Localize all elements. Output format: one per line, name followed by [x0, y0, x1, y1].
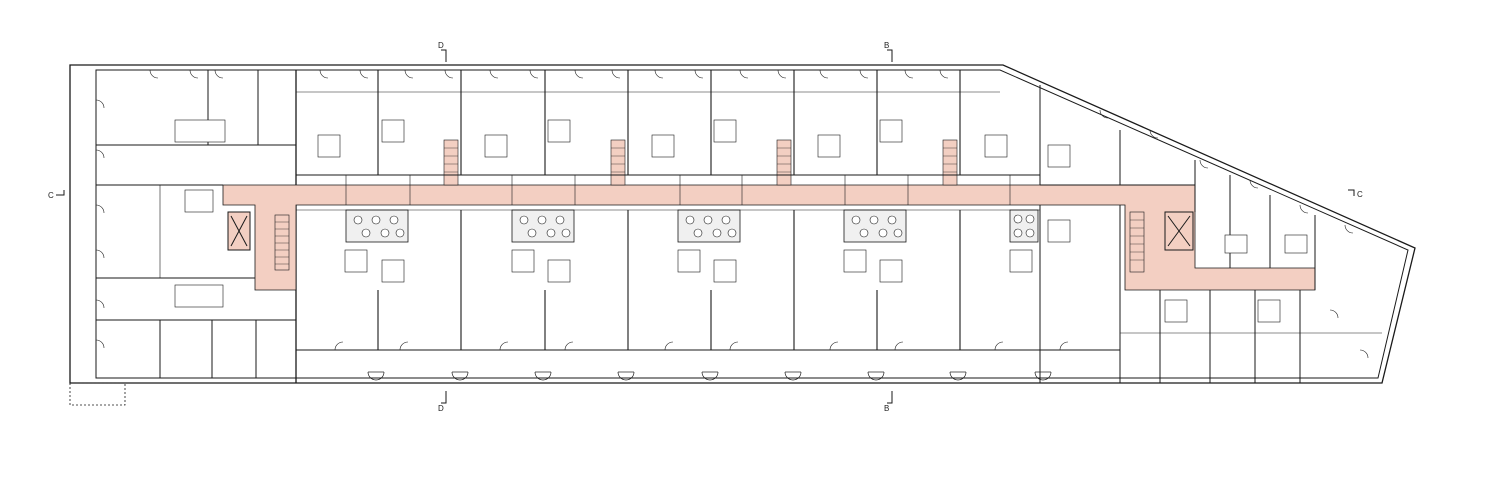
section-label-c-right: C [1357, 190, 1363, 199]
section-label-d-bottom: D [438, 404, 444, 413]
table-chairs-icon [345, 209, 1039, 243]
elevator-right [1164, 211, 1194, 251]
stair-icon [274, 139, 1145, 273]
section-cut-lines [56, 49, 1355, 404]
right-wing-walls [1040, 130, 1382, 383]
left-wing-walls [96, 70, 296, 378]
door-swing-icon [95, 69, 1369, 359]
unit-walls-top [296, 70, 1040, 176]
section-label-b-bottom: B [884, 404, 889, 413]
balcony-markers [367, 371, 1052, 381]
section-label-b-top: B [884, 41, 889, 50]
table-circles [353, 214, 1035, 238]
stair-treads [275, 147, 1144, 265]
corridor-zone [222, 184, 1316, 291]
elevator-left [227, 211, 251, 251]
section-label-d-top: D [438, 41, 444, 50]
unit-walls-bottom [296, 209, 1120, 351]
bathroom-fixture-icon [174, 119, 1308, 323]
corridor-partitions [345, 175, 1011, 205]
section-label-c-left: C [48, 191, 54, 200]
